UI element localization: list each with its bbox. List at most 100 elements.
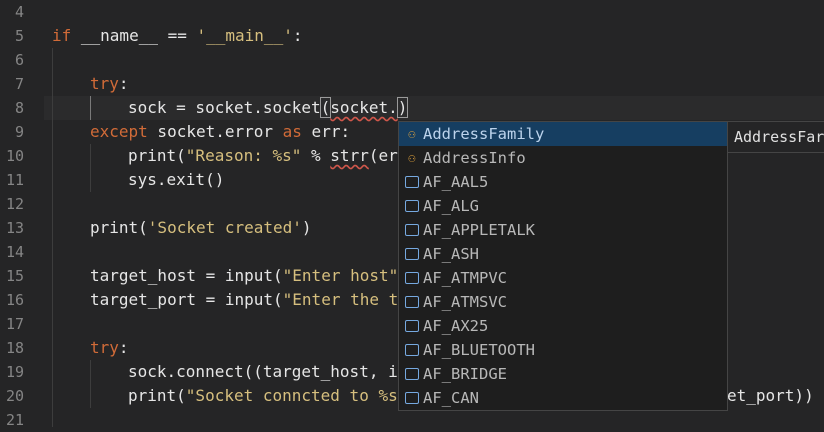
line-number: 19 — [5, 363, 24, 381]
suggestion-label: AF_ALG — [423, 197, 479, 215]
suggestion-label: AddressInfo — [423, 149, 526, 167]
string-literal: "Socket conncted to %s — [185, 386, 398, 405]
code-line-15[interactable]: target_host = input("Enter host" — [90, 264, 398, 288]
bracket-match: ( — [319, 97, 332, 118]
line-number: 18 — [5, 339, 24, 357]
line-number: 15 — [5, 267, 24, 285]
detail-text: AddressFar — [734, 128, 824, 146]
suggestion-item[interactable]: AF_AX25 — [399, 314, 727, 338]
line-number: 12 — [5, 195, 24, 213]
keyword: as — [282, 122, 302, 141]
string-literal: "Enter the t — [282, 290, 399, 309]
code-line-20-tail: et_port)) — [727, 384, 814, 408]
code-line-18[interactable]: try: — [90, 336, 129, 360]
suggestion-item[interactable]: AF_ASH — [399, 242, 727, 266]
suggestion-label: AF_CAN — [423, 389, 479, 407]
code-text: sock = socket.socket — [128, 98, 321, 117]
indent-guide — [90, 360, 91, 408]
suggestion-item[interactable]: AF_BRIDGE — [399, 362, 727, 386]
code-text: socket.error — [147, 122, 283, 141]
suggestion-item[interactable]: AF_BLUETOOTH — [399, 338, 727, 362]
line-number: 13 — [5, 219, 24, 237]
suggestion-label: AF_ASH — [423, 245, 479, 263]
suggestion-label: AF_AX25 — [423, 317, 489, 335]
constant-icon — [403, 317, 421, 335]
autocomplete-popup[interactable]: ⚇ AddressFamily ⚇AddressInfo AF_AAL5 AF_A… — [398, 121, 728, 411]
line-number: 5 — [14, 27, 24, 45]
code-text: % — [301, 146, 331, 165]
string-literal: "Reason: %s" — [185, 146, 302, 165]
keyword: try — [90, 74, 119, 93]
keyword: if — [52, 26, 72, 45]
code-text: ) — [301, 218, 312, 237]
constant-icon — [403, 341, 421, 359]
line-number: 4 — [14, 3, 24, 21]
suggestion-label: AF_BLUETOOTH — [423, 341, 535, 359]
suggestion-detail-panel: AddressFar — [727, 121, 824, 153]
code-line-7[interactable]: try: — [90, 72, 129, 96]
suggestion-item[interactable]: ⚇AddressInfo — [399, 146, 727, 170]
code-line-20[interactable]: print("Socket conncted to %s — [128, 384, 398, 408]
line-number-gutter: 4 5 6 7 8 9 10 11 12 13 14 15 16 17 18 1… — [0, 0, 44, 429]
string-literal: '__main__' — [196, 26, 293, 45]
suggestion-label: AddressFamily — [423, 125, 545, 143]
current-line-highlight — [44, 96, 824, 120]
code-text: print( — [128, 386, 186, 405]
indent-guide — [90, 144, 91, 192]
code-line-10[interactable]: print("Reason: %s" % strr(er — [128, 144, 398, 168]
suggestion-item[interactable]: AF_ATMPVC — [399, 266, 727, 290]
string-literal: "Enter host" — [282, 266, 399, 285]
constant-icon — [403, 197, 421, 215]
code-text: : — [118, 338, 129, 357]
code-line-11[interactable]: sys.exit() — [128, 168, 224, 192]
suggestion-item[interactable]: AF_AAL5 — [399, 170, 727, 194]
line-number: 8 — [14, 99, 24, 117]
line-number: 7 — [14, 75, 24, 93]
constant-icon — [403, 269, 421, 287]
indent-guide-active — [90, 96, 91, 120]
code-text: sock.connect((target_host, i — [128, 362, 398, 381]
constant-icon — [403, 389, 421, 407]
code-line-5[interactable]: if __name__ == '__main__': — [52, 24, 302, 48]
code-text: : — [118, 74, 129, 93]
suggestion-item[interactable]: ⚇ AddressFamily — [399, 122, 727, 146]
constant-icon — [403, 173, 421, 191]
suggestion-item[interactable]: AF_APPLETALK — [399, 218, 727, 242]
bracket-match: ) — [396, 97, 409, 118]
code-line-13[interactable]: print('Socket created') — [90, 216, 312, 240]
code-line-9[interactable]: except socket.error as err: — [90, 120, 350, 144]
code-text: target_host = input( — [90, 266, 283, 285]
suggestion-item[interactable]: AF_ALG — [399, 194, 727, 218]
code-text: : — [292, 26, 303, 45]
code-text: __name__ == — [71, 26, 197, 45]
suggestion-label: AF_ATMPVC — [423, 269, 507, 287]
suggestion-label: AF_ATMSVC — [423, 293, 507, 311]
suggestion-item[interactable]: AF_ATMSVC — [399, 290, 727, 314]
code-text: err: — [301, 122, 351, 141]
code-line-8[interactable]: sock = socket.socket(socket.) — [128, 96, 409, 120]
string-literal: 'Socket created' — [147, 218, 302, 237]
line-number: 6 — [14, 51, 24, 69]
code-text: et_port)) — [727, 386, 814, 405]
constant-icon — [403, 245, 421, 263]
suggestion-item[interactable]: AF_CAN — [399, 386, 727, 410]
code-text-error: socket. — [330, 98, 398, 117]
suggestion-label: AF_APPLETALK — [423, 221, 535, 239]
code-line-16[interactable]: target_port = input("Enter the t — [90, 288, 398, 312]
line-number: 16 — [5, 291, 24, 309]
constant-icon — [403, 293, 421, 311]
line-number: 10 — [5, 147, 24, 165]
code-text: (er — [368, 146, 398, 165]
code-line-19[interactable]: sock.connect((target_host, i — [128, 360, 398, 384]
line-number: 9 — [14, 123, 24, 141]
suggestion-label: AF_BRIDGE — [423, 365, 507, 383]
code-text: print( — [90, 218, 148, 237]
code-text-error: strr — [330, 146, 369, 165]
suggestion-label: AF_AAL5 — [423, 173, 489, 191]
keyword: except — [90, 122, 148, 141]
line-number: 20 — [5, 387, 24, 405]
class-icon: ⚇ — [408, 127, 416, 141]
line-number: 14 — [5, 243, 24, 261]
line-number: 17 — [5, 315, 24, 333]
code-text: target_port = input( — [90, 290, 283, 309]
